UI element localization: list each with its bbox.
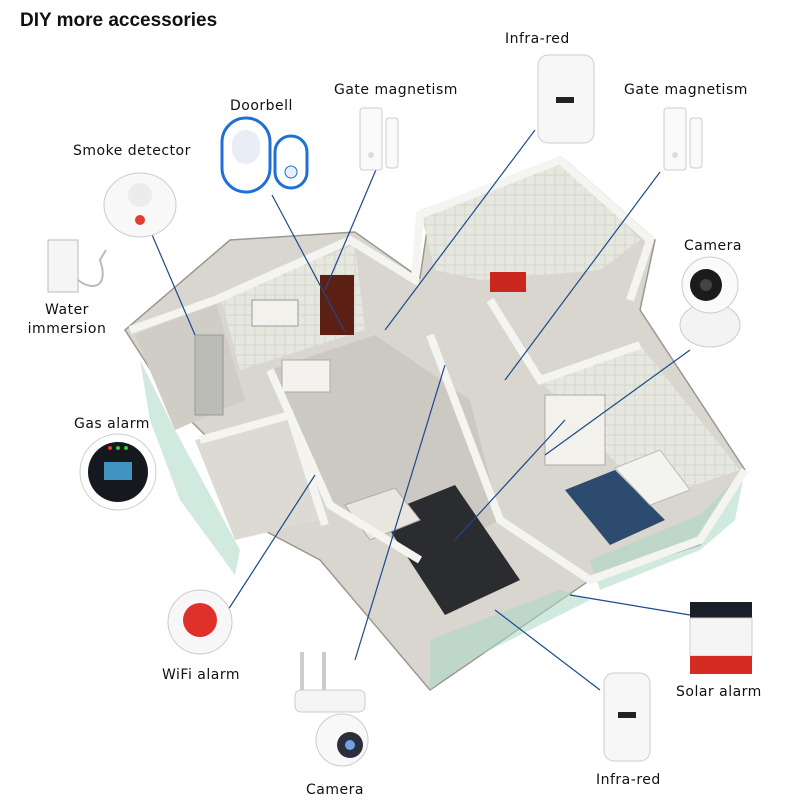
water-sensor-icon	[47, 239, 107, 293]
label-solar: Solar alarm	[676, 684, 762, 700]
gate-sensor-icon	[359, 107, 399, 171]
label-wifi: WiFi alarm	[162, 667, 240, 683]
fridge	[194, 334, 224, 416]
label-infrared-top: Infra-red	[505, 31, 570, 47]
label-doorbell: Doorbell	[230, 98, 293, 114]
pir-sensor-icon	[603, 672, 651, 762]
bedroom-wall	[540, 345, 740, 500]
glass-wall-right	[590, 470, 745, 590]
wall-art	[251, 299, 299, 327]
top-bath-wall	[420, 160, 640, 280]
gas-alarm-icon	[79, 433, 157, 511]
solar-siren-icon	[689, 602, 753, 674]
label-camera-right: Camera	[684, 238, 742, 254]
smoke-detector-icon	[103, 172, 177, 238]
ip-camera-icon	[679, 256, 741, 348]
doorbell-icon	[220, 116, 309, 194]
label-water-2: immersion	[27, 321, 107, 337]
dining-table	[281, 359, 331, 393]
door	[320, 275, 354, 335]
bathroom-room	[195, 415, 320, 540]
label-infrared-bottom: Infra-red	[596, 772, 661, 788]
bed	[565, 470, 665, 545]
label-gate-left: Gate magnetism	[334, 82, 458, 98]
gate-sensor-icon	[663, 107, 703, 171]
connector-lines	[149, 129, 691, 691]
wall-tops	[128, 155, 749, 585]
bed-pillows	[614, 449, 691, 506]
red-cabinet	[490, 272, 526, 292]
label-smoke: Smoke detector	[73, 143, 191, 159]
wifi-siren-icon	[167, 589, 233, 655]
glass-wall-left	[140, 360, 240, 575]
wardrobe	[544, 394, 606, 466]
label-gas: Gas alarm	[74, 416, 150, 432]
label-water-1: Water	[45, 302, 89, 318]
page-title: DIY more accessories	[20, 10, 218, 31]
label-gate-right: Gate magnetism	[624, 82, 748, 98]
ptz-camera-icon	[294, 652, 369, 767]
label-camera-bottom: Camera	[306, 782, 364, 798]
glass-wall-bottom	[430, 590, 590, 690]
pir-sensor-icon	[537, 54, 595, 144]
